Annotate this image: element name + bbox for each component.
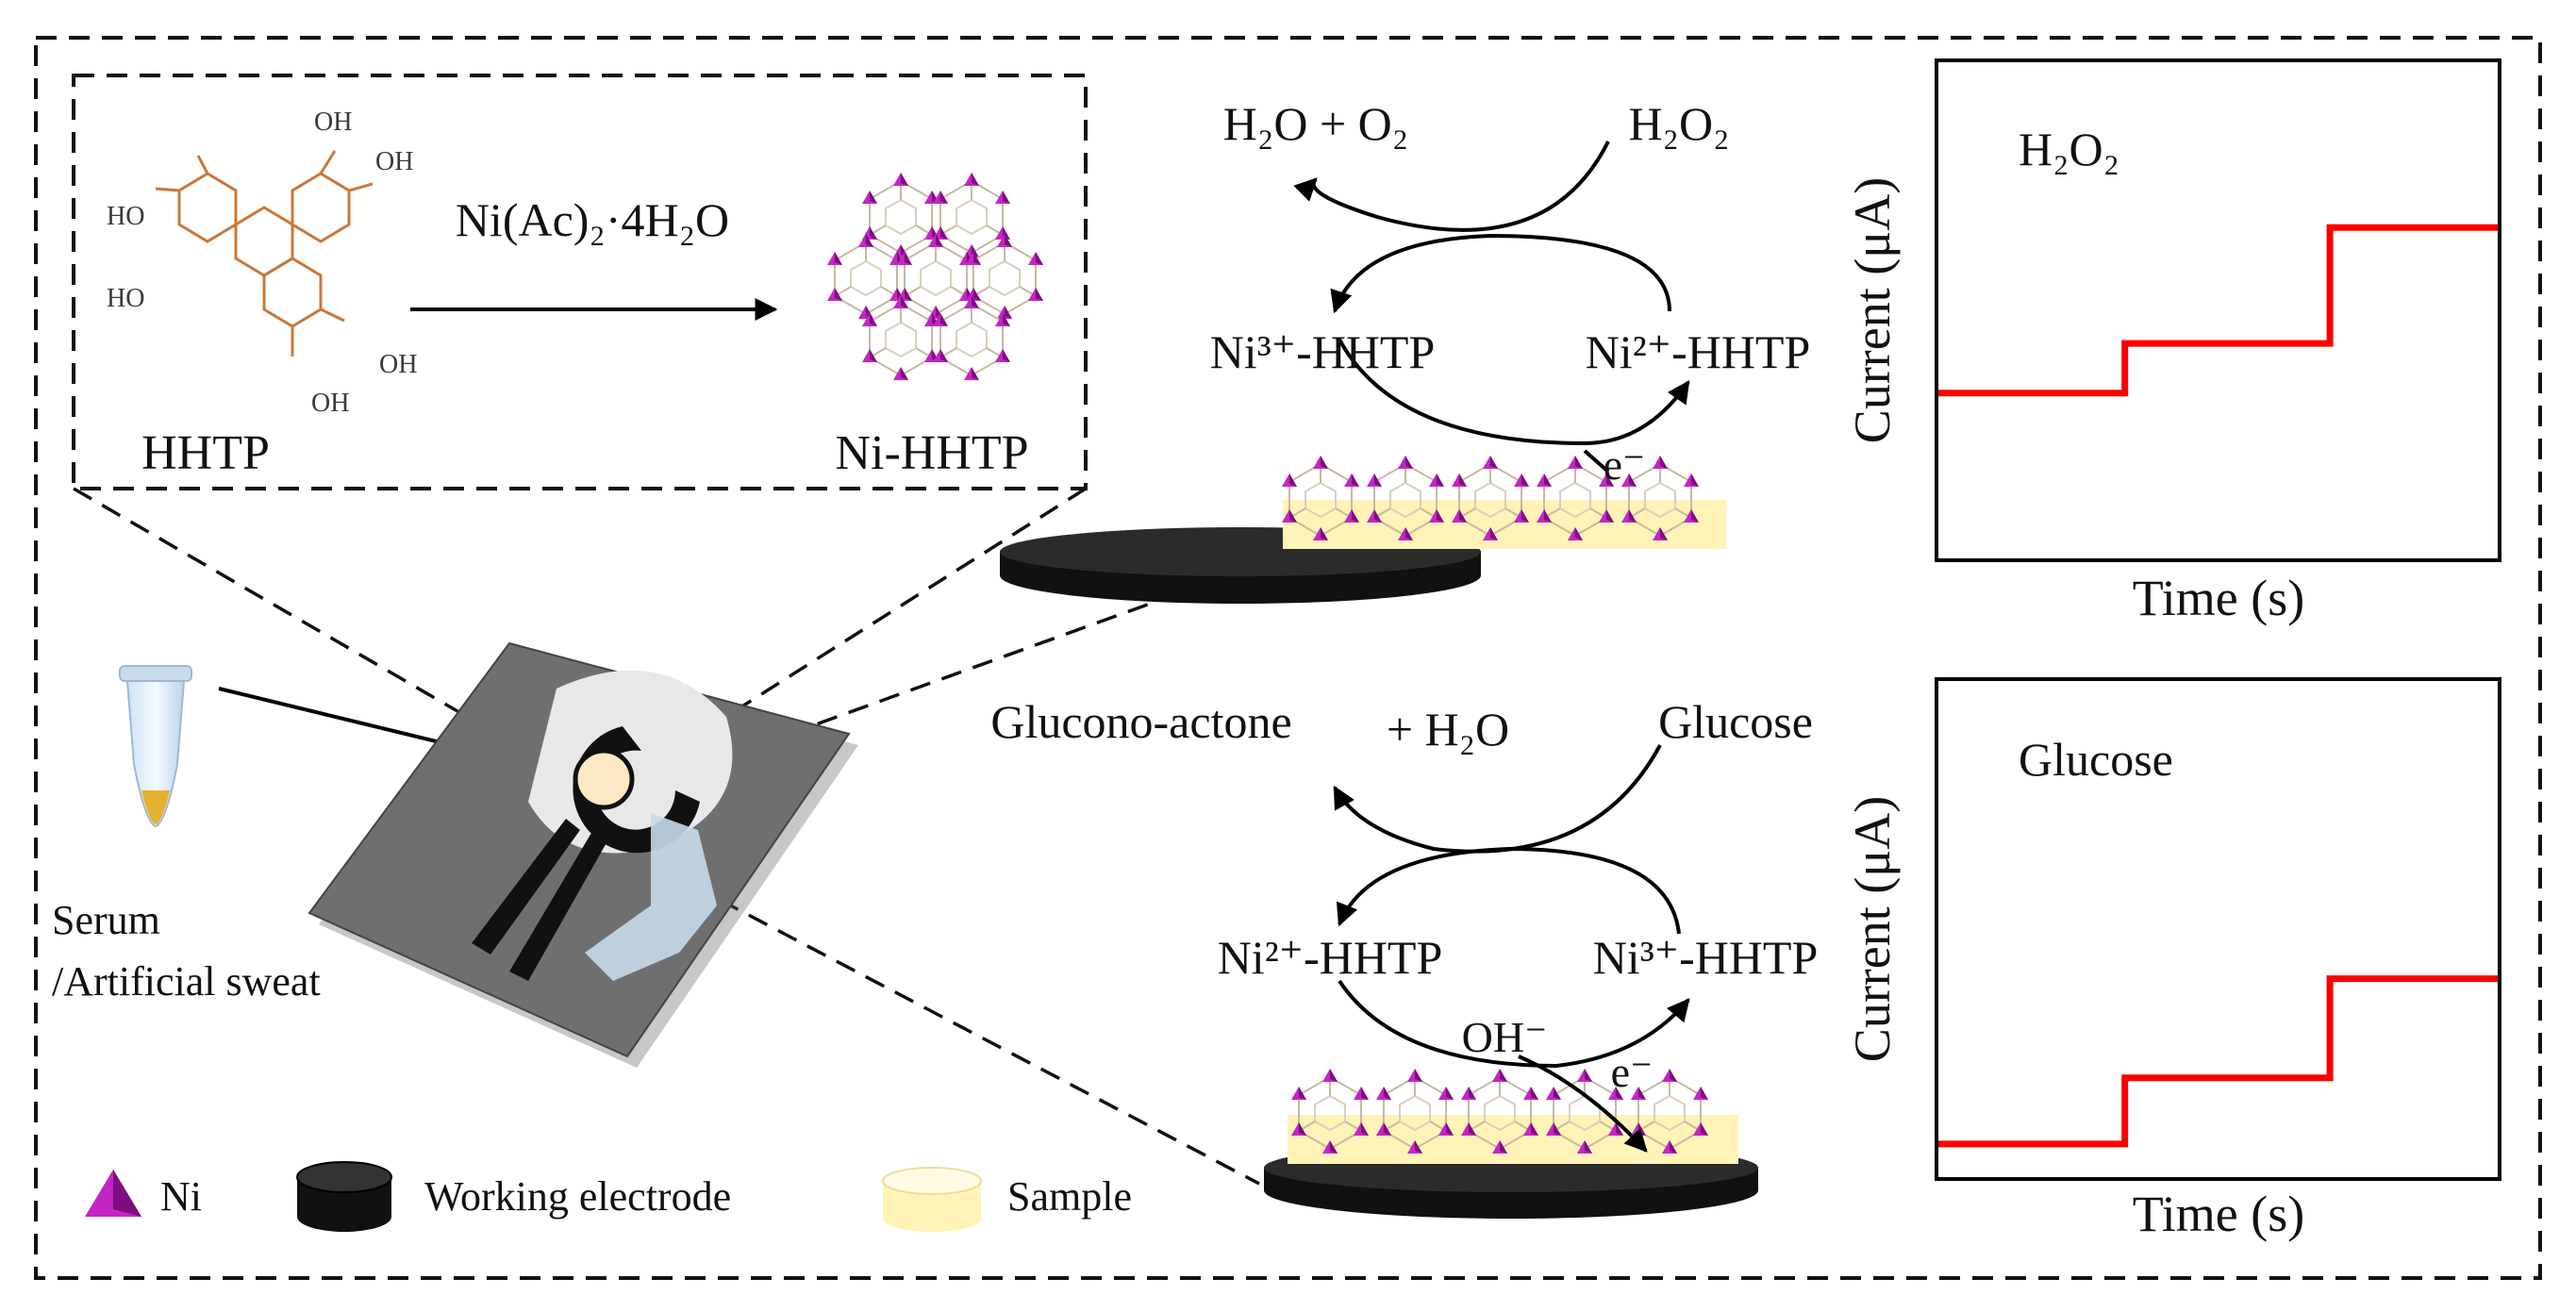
h2o2-products-label: H₂O + O₂ [1223, 97, 1408, 150]
reagent-label: Ni(Ac)₂·4H₂O [456, 193, 729, 246]
glucose-reduced-label: Ni²⁺-HHTP [1218, 931, 1443, 984]
ni-hhtp-framework [827, 173, 1043, 380]
glucose-water-label: + H₂O [1387, 703, 1509, 756]
outer-frame [34, 36, 2542, 1280]
hydroxide-label: OH⁻ [1462, 1013, 1548, 1061]
serum-label: Serum [52, 897, 160, 943]
h2o2-substrate-label: H₂O₂ [1628, 97, 1729, 150]
ho-label-left-1: HO [107, 202, 144, 231]
sample-tube-icon [119, 665, 192, 828]
glucose-product-label: Glucono-actone [990, 695, 1291, 748]
legend: Ni Working electrode Sample [85, 1161, 1132, 1232]
h2o2-cycle-arrows [1293, 141, 1690, 473]
chart-ylabel: Current (μA) [1844, 796, 1901, 1062]
chart-title: Glucose [2019, 733, 2173, 786]
electrode-legend-icon [296, 1161, 392, 1232]
chart-xlabel: Time (s) [2133, 1186, 2305, 1242]
ni-legend-icon [85, 1170, 141, 1217]
electrode-legend-label: Working electrode [424, 1173, 731, 1220]
ni-hhtp-label: Ni-HHTP [835, 426, 1028, 480]
series-line [1938, 224, 2498, 397]
ni-legend-label: Ni [160, 1173, 202, 1220]
chart-title: H₂O₂ [2019, 123, 2119, 175]
h2o2-electron-label: e⁻ [1604, 440, 1646, 489]
h2o2-oxidized-label: Ni³⁺-HHTP [1210, 325, 1436, 378]
h2o2-reduced-label: Ni²⁺-HHTP [1586, 325, 1811, 378]
glucose-oxidized-label: Ni³⁺-HHTP [1593, 931, 1819, 984]
series-line [1938, 975, 2498, 1148]
sample-legend-label: Sample [1007, 1173, 1132, 1220]
oh-label-top-left: OH [314, 108, 352, 137]
hhtp-molecule [155, 150, 374, 357]
chart-glucose: Glucose Time (s) Current (μA) [1844, 677, 2501, 1242]
sensor-chip [307, 641, 858, 1068]
chart-ylabel: Current (μA) [1844, 177, 1901, 443]
chart-frame [1935, 58, 2501, 562]
glucose-cycle-arrows [1333, 744, 1690, 1153]
oh-label-bottom: OH [311, 389, 349, 418]
oh-label-bottom-right: OH [379, 350, 417, 379]
hhtp-label: HHTP [141, 426, 270, 480]
sample-legend-icon [882, 1167, 982, 1232]
ho-label-left-2: HO [107, 284, 144, 313]
chart-xlabel: Time (s) [2133, 570, 2305, 626]
glucose-electron-label: e⁻ [1611, 1048, 1654, 1096]
chart-h2o2: H₂O₂ Time (s) Current (μA) [1844, 58, 2501, 626]
chart-frame [1935, 677, 2501, 1181]
synthesis-inset-frame [72, 74, 1088, 490]
oh-label-top-right: OH [375, 147, 413, 176]
artificial-sweat-label: /Artificial sweat [52, 958, 321, 1005]
glucose-substrate-label: Glucose [1658, 695, 1813, 748]
